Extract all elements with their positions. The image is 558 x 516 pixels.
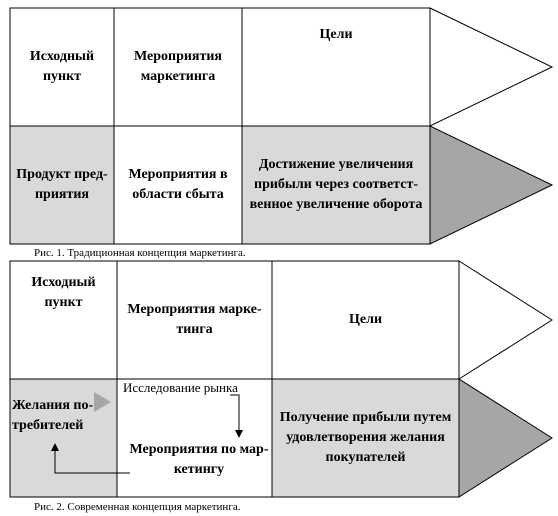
fig1-body-start-label: Продукт пред- приятия <box>16 167 108 202</box>
fig2-body-start-label: Желания по- требителей <box>12 398 94 433</box>
fig2-header-arrow <box>458 260 553 380</box>
fig2-research-arrow-line <box>230 394 240 431</box>
fig1-body-goals: Достижение увеличения прибыли через соот… <box>242 126 430 244</box>
fig1-body-activities: Мероприятия в области сбыта <box>114 126 242 244</box>
fig2-body-activities-label: Мероприятия по мар- кетингу <box>129 442 269 477</box>
fig2-feedback-arrow-line <box>54 450 130 474</box>
fig1-header-goals: Цели <box>242 22 430 48</box>
fig1-header-arrow <box>429 7 554 127</box>
fig1-body-start: Продукт пред- приятия <box>10 126 114 244</box>
fig1-header-start: Исходный пункт <box>10 8 114 126</box>
fig1-body-arrow <box>429 125 554 245</box>
fig2-body-research-label: Исследование рынка <box>123 380 238 395</box>
figure2-shapes <box>9 260 553 498</box>
fig1-body-start-fill <box>10 126 114 244</box>
fig2-header-activities-label: Мероприятия марке- тинга <box>127 302 262 337</box>
fig2-header-start-label: Исходный пункт <box>31 275 96 310</box>
fig2-body-goals-label: Получение прибыли путем удовлетворения ж… <box>279 410 452 465</box>
fig1-header-goals-label: Цели <box>319 27 353 42</box>
fig2-header-activities: Мероприятия марке- тинга <box>117 261 272 379</box>
fig2-caption: Рис. 2. Современная концепция маркетинга… <box>34 501 241 513</box>
fig2-body-arrow <box>458 378 553 498</box>
fig2-header-goals-label: Цели <box>348 312 383 327</box>
fig1-header-activities: Мероприятия маркетинга <box>114 8 242 126</box>
fig1-body-activities-label: Мероприятия в области сбыта <box>128 167 228 202</box>
fig1-header-activities-label: Мероприятия маркетинга <box>133 49 223 84</box>
fig2-small-arrow <box>94 392 111 412</box>
fig1-caption: Рис. 1. Традиционная концепция маркетинг… <box>34 247 246 259</box>
fig2-feedback-arrowhead <box>51 443 59 451</box>
fig2-body-goals: Получение прибыли путем удовлетворения ж… <box>272 379 459 497</box>
fig2-header-start: Исходный пункт <box>10 270 117 316</box>
fig1-body-goals-fill <box>242 126 430 244</box>
fig2-research-arrowhead <box>235 430 243 438</box>
fig2-header-goals: Цели <box>272 261 459 379</box>
fig2-body-goals-fill <box>272 379 459 497</box>
fig1-header-start-label: Исходный пункт <box>29 49 95 84</box>
figure1-shapes <box>9 7 554 245</box>
fig1-body-goals-label: Достижение увеличения прибыли через соот… <box>249 157 423 212</box>
